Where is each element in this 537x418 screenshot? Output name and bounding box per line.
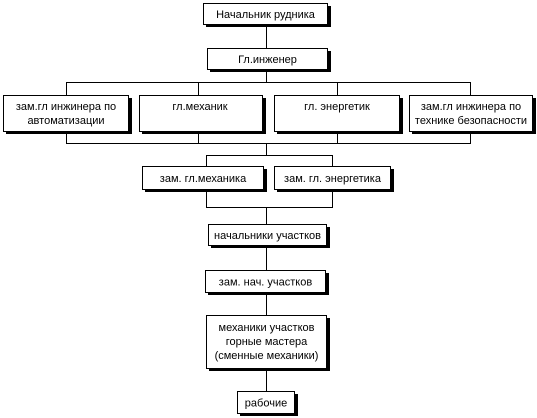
node-deputy-mechanic: зам. гл.механика [142,166,267,192]
node-deputy-safety: зам.гл инжинера по технике безопасности [409,95,536,134]
connectors [66,25,471,392]
node-deputy-safety-line2: технике безопасности [415,115,527,127]
node-deputy-mechanic-label: зам. гл.механика [160,173,247,185]
node-workers: рабочие [237,391,298,416]
node-mechanics-line1: механики участков [219,322,315,334]
node-mechanics-line2: горные мастера [226,336,308,348]
node-deputy-automation-line1: зам.гл инжинера по [16,101,116,113]
node-section-chiefs-label: начальники участков [214,230,321,242]
node-workers-label: рабочие [245,398,287,410]
node-deputy-automation: зам.гл инжинера по автоматизации [3,95,132,134]
node-chief-engineer: Гл.инженер [207,48,331,72]
node-chief-engineer-label: Гл.инженер [238,54,297,66]
node-deputy-section-chiefs: зам. нач. участков [205,270,329,295]
node-head: Начальник рудника [203,3,331,27]
node-deputy-automation-line2: автоматизации [27,115,104,127]
bus-top [66,82,471,96]
node-chief-mechanic: гл.механик [139,95,266,134]
node-deputy-section-chiefs-label: зам. нач. участков [219,277,313,289]
node-section-chiefs: начальники участков [208,224,330,248]
bus-assistants-bottom [206,189,333,208]
bus-bottom [66,131,471,144]
node-head-label: Начальник рудника [216,9,316,21]
node-deputy-safety-line1: зам.гл инжинера по [421,101,521,113]
node-mechanics-line3: (сменные механики) [215,350,319,362]
node-deputy-energetic: зам. гл. энергетика [274,166,394,192]
node-chief-mechanic-label: гл.механик [172,101,227,113]
bus-assistants-top [206,155,333,167]
node-chief-energetic-label: гл. энергетик [304,101,370,113]
node-deputy-energetic-label: зам. гл. энергетика [284,173,382,185]
node-chief-energetic: гл. энергетик [274,95,403,134]
node-mechanics: механики участков горные мастера (сменны… [206,315,330,371]
